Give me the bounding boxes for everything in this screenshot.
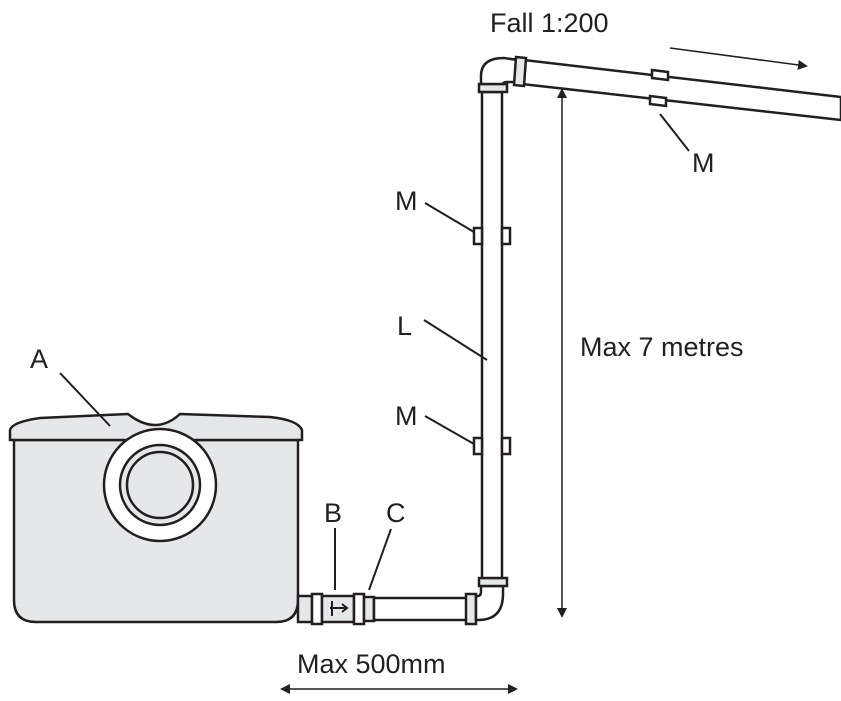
unit-lid	[8, 412, 304, 442]
label-m-mid: M	[395, 186, 418, 216]
vertical-riser	[472, 82, 512, 588]
clip-lower-left	[472, 436, 484, 456]
outlet-stub	[296, 594, 314, 624]
max-height-label: Max 7 metres	[580, 332, 744, 362]
bottom-elbow	[474, 584, 505, 622]
riser-pipe	[480, 90, 504, 580]
outlet-coupling	[310, 592, 324, 626]
horizontal-pipe	[372, 592, 478, 626]
clip-upper-left	[472, 226, 484, 246]
valve-arrow-icon	[330, 601, 349, 616]
leader-m-top	[659, 113, 690, 152]
connector-c	[362, 595, 376, 623]
macerator-unit	[8, 412, 304, 624]
fall-direction-arrow	[669, 47, 808, 70]
clip-lower-right	[500, 436, 512, 456]
outlet-assembly	[296, 592, 376, 626]
max-length-label: Max 500mm	[297, 649, 446, 679]
inlet-inner-ring	[125, 450, 195, 520]
clip-upper-right	[500, 226, 512, 246]
valve-nut	[352, 592, 366, 626]
leader-l	[423, 319, 488, 361]
leader-m-low	[424, 415, 475, 445]
leader-a	[59, 372, 111, 427]
label-a: A	[30, 344, 48, 374]
fall-label: Fall 1:200	[490, 8, 609, 38]
label-m-low: M	[395, 401, 418, 431]
label-m-top: M	[692, 148, 715, 178]
sloping-pipe-coupling	[512, 55, 528, 88]
sloping-pipe	[512, 55, 841, 122]
leader-c	[368, 528, 392, 591]
label-c: C	[386, 498, 406, 528]
horizontal-pipe-coupling	[464, 592, 478, 626]
label-b: B	[324, 498, 342, 528]
clip-sloping-bottom	[648, 94, 668, 108]
label-l: L	[397, 311, 412, 341]
sloping-pipe-run	[520, 58, 841, 122]
top-elbow	[479, 56, 520, 86]
clip-sloping-top	[650, 68, 670, 82]
leader-m-mid	[424, 202, 475, 233]
horizontal-pipe-run	[372, 596, 470, 622]
